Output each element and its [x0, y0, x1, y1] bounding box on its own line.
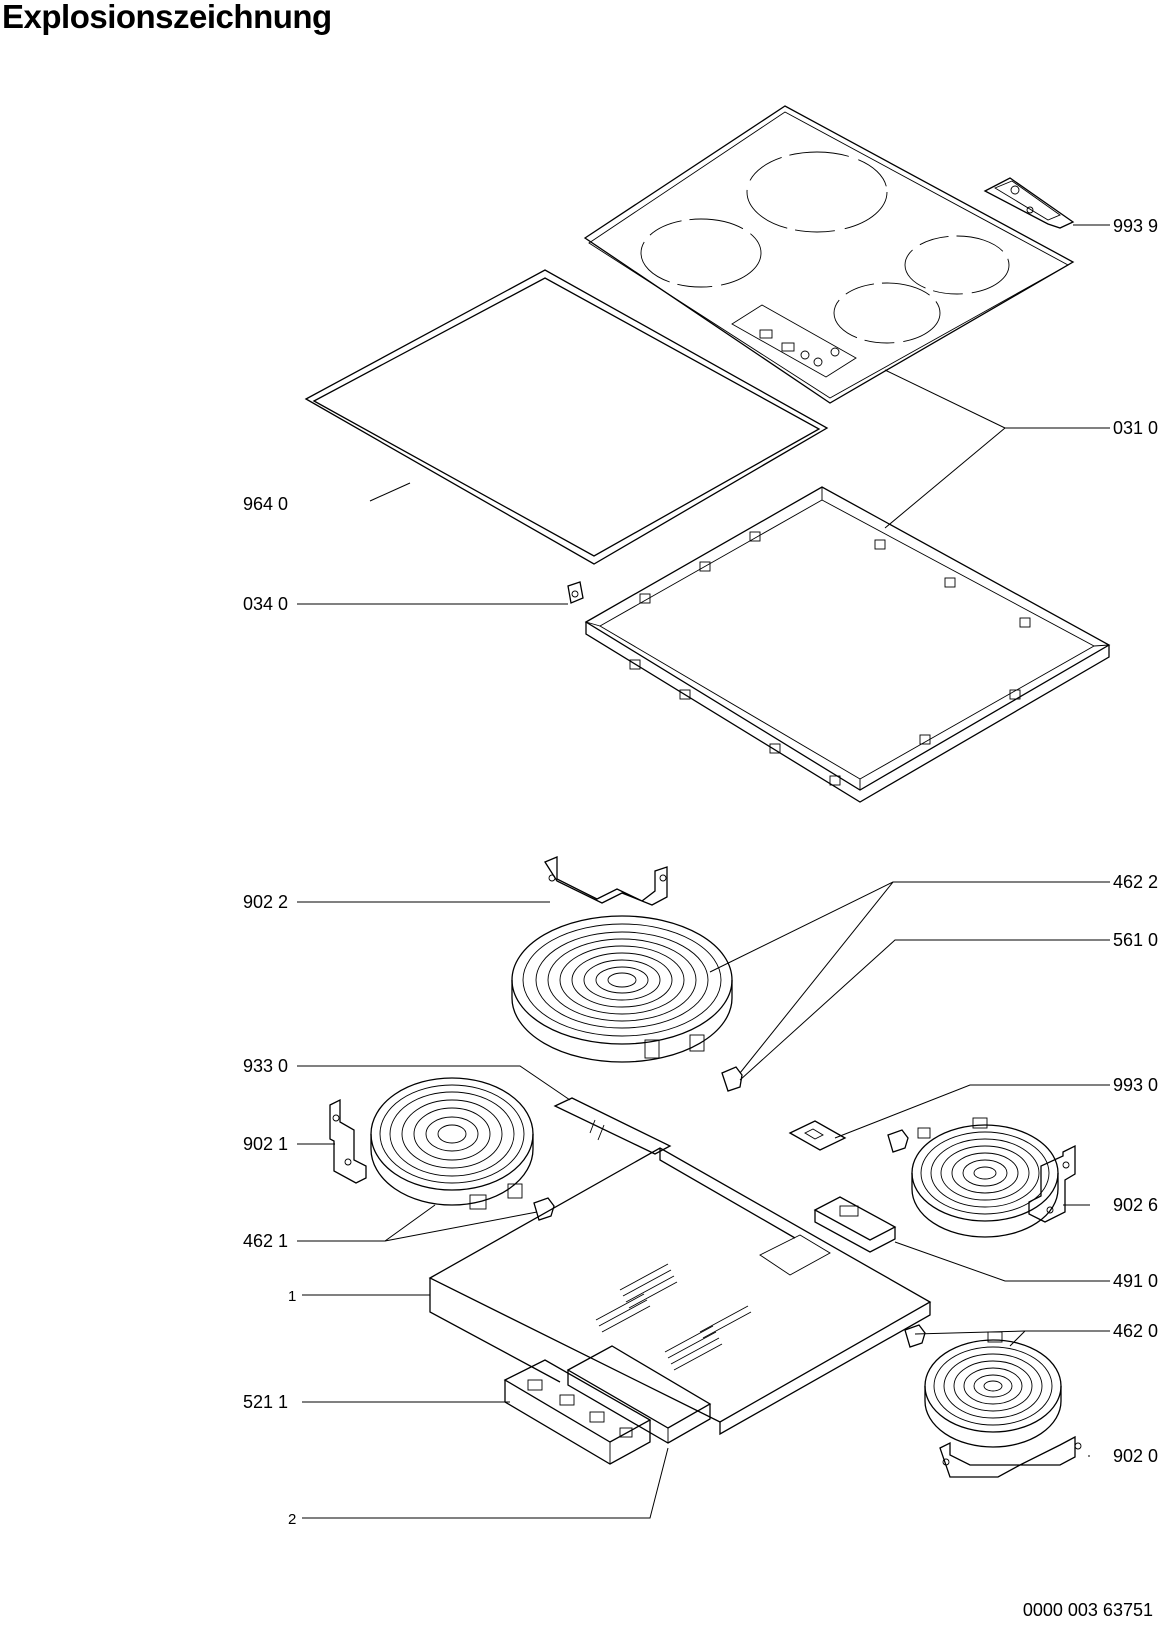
- label-9021: 902 1: [243, 1134, 288, 1154]
- clip-part-9939: [983, 177, 1075, 229]
- label-4620: 462 0: [1113, 1321, 1158, 1341]
- label-0310: 031 0: [1113, 418, 1158, 438]
- label-5211: 521 1: [243, 1392, 288, 1412]
- hob-frame: [584, 486, 1111, 803]
- heating-element-left: [370, 1077, 534, 1210]
- leader-lines: [297, 224, 1110, 1519]
- label-9022: 902 2: [243, 892, 288, 912]
- bracket-part-9026: [1028, 1144, 1076, 1223]
- label-2: 2: [288, 1511, 296, 1528]
- bottom-housing: [428, 1147, 932, 1436]
- label-4621: 462 1: [243, 1231, 288, 1251]
- sensor-part-5610: [721, 1066, 743, 1092]
- label-4622: 462 2: [1113, 872, 1158, 892]
- label-0340: 034 0: [243, 594, 288, 614]
- label-5610: 561 0: [1113, 930, 1158, 950]
- label-9930: 993 0: [1113, 1075, 1158, 1095]
- heating-element-large: [511, 915, 733, 1063]
- connector-right-upper: [887, 1129, 909, 1153]
- label-9020: 902 0: [1113, 1446, 1158, 1466]
- label-4910: 491 0: [1113, 1271, 1158, 1291]
- bracket-part-9022: [544, 856, 668, 906]
- bracket-part-9020: [939, 1435, 1082, 1478]
- bracket-part-9021: [329, 1098, 367, 1184]
- label-9939: 993 9: [1113, 216, 1158, 236]
- label-9026: 902 6: [1113, 1195, 1158, 1215]
- document-number: 0000 003 63751: [1022, 1600, 1153, 1620]
- relay-part-4910: [813, 1196, 897, 1253]
- page-title: Explosionszeichnung: [2, 0, 332, 35]
- connector-part-4620: [904, 1324, 926, 1348]
- control-module-5211: [503, 1359, 652, 1465]
- label-9640: 964 0: [243, 494, 288, 514]
- bar-part-9330: [553, 1097, 672, 1155]
- clamp-part-9930: [788, 1120, 847, 1151]
- label-9330: 933 0: [243, 1056, 288, 1076]
- glass-ceramic-top: [583, 105, 1075, 404]
- sealing-frame: [304, 269, 829, 565]
- label-1: 1: [288, 1288, 296, 1305]
- heating-element-lower-right: [924, 1331, 1062, 1448]
- channel-part-2: [566, 1345, 712, 1444]
- part-labels: 993 9 031 0 964 0 034 0 902 2 462 2 561 …: [243, 216, 1158, 1528]
- heating-element-right: [911, 1117, 1059, 1238]
- clip-part-0340: [567, 581, 584, 604]
